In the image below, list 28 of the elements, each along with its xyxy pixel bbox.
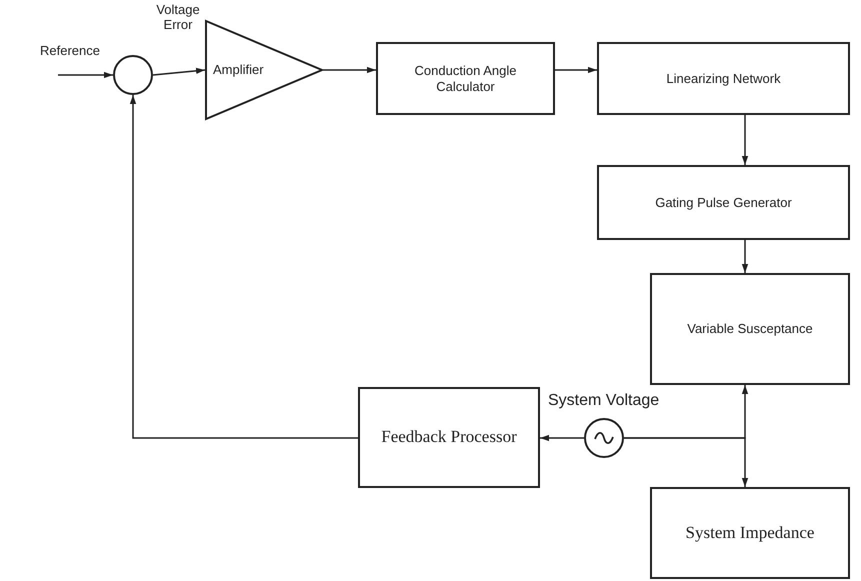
amplifier-triangle	[205, 20, 323, 120]
block-label: Conduction Angle Calculator	[414, 62, 518, 94]
process-box	[597, 42, 850, 115]
arrow	[742, 115, 748, 165]
process-box	[650, 273, 850, 385]
arrow	[58, 72, 113, 78]
arrow	[152, 68, 206, 76]
process-box	[358, 387, 540, 488]
signal-label: Reference	[40, 44, 100, 59]
arrow	[624, 437, 748, 487]
block-label: Feedback Processor	[381, 427, 517, 448]
block-label: Variable Susceptance	[687, 321, 813, 337]
arrow	[323, 66, 376, 74]
ac-source-symbol	[584, 418, 624, 458]
signal-label: System Voltage	[548, 392, 660, 410]
block-label: Linearizing Network	[666, 70, 781, 86]
summing-junction	[113, 55, 153, 95]
edge-label: Voltage Error	[155, 3, 201, 33]
arrow	[130, 95, 358, 439]
process-box	[376, 42, 555, 115]
block-label: Gating Pulse Generator	[655, 194, 792, 210]
arrow	[555, 66, 597, 74]
arrow	[742, 240, 748, 273]
process-box	[650, 487, 850, 579]
block-label: Amplifier	[213, 62, 264, 78]
process-box	[597, 165, 850, 240]
arrow	[540, 434, 584, 442]
block-label: System Impedance	[686, 522, 814, 544]
